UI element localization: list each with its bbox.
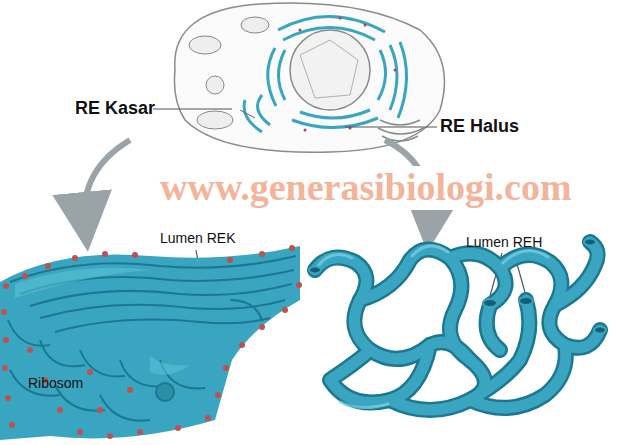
curved-arrow: [85, 140, 130, 222]
part-label: Lumen REK: [160, 230, 235, 246]
part-label: Lumen REH: [466, 234, 542, 250]
cell-sketch: [174, 3, 444, 152]
part-label: Ribosom: [28, 375, 83, 391]
smooth-er: [309, 239, 606, 411]
watermark: www.generasibiologi.com: [158, 166, 574, 210]
rough-er: [0, 245, 302, 440]
part-label: RE Halus: [440, 116, 519, 137]
part-label: RE Kasar: [75, 98, 155, 119]
